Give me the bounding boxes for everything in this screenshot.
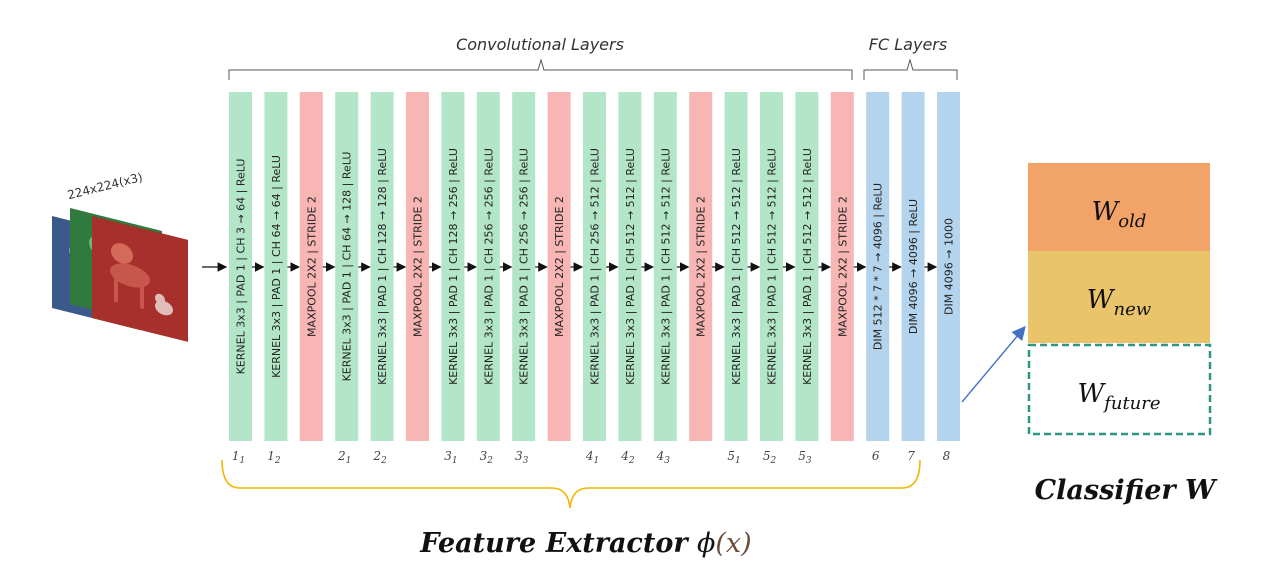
layer-13-conv xyxy=(653,92,677,441)
layer-15-index: 51 xyxy=(727,449,740,466)
layer-7-conv xyxy=(441,92,465,441)
layer-16-conv xyxy=(760,92,783,441)
layer-20-fc xyxy=(901,92,925,441)
layer-9-index: 33 xyxy=(515,449,529,466)
layer-16-index: 52 xyxy=(763,449,777,466)
layer-10-pool xyxy=(547,92,571,441)
layer-18-label: MAXPOOL 2X2 | STRIDE 2 xyxy=(836,196,849,337)
layer-12-conv xyxy=(618,92,642,441)
layer-13-index: 43 xyxy=(656,449,671,466)
classifier-arrow xyxy=(961,325,1026,403)
layer-stack: KERNEL 3x3 | PAD 1 | CH 3 → 64 | ReLU KER… xyxy=(229,92,960,441)
layer-6-pool xyxy=(406,92,429,441)
layer-5-label: KERNEL 3x3 | PAD 1 | CH 128 → 128 | ReLU xyxy=(376,148,389,385)
feature-extractor-brace xyxy=(221,459,921,509)
layer-indices: 11 12 21 22 31 32 33 41 42 43 51 52 53 6 7 8 xyxy=(232,449,951,466)
input-channel-red xyxy=(92,216,188,342)
layer-1-conv xyxy=(229,92,252,441)
layer-17-label: KERNEL 3x3 | PAD 1 | CH 512 → 512 | ReLU xyxy=(801,148,814,385)
layer-8-label: KERNEL 3x3 | PAD 1 | CH 256 → 256 | ReLU xyxy=(482,148,495,385)
layer-19-index: 6 xyxy=(872,449,880,463)
layer-2-index: 12 xyxy=(267,449,281,466)
layer-11-index: 41 xyxy=(585,449,599,466)
layer-3-pool xyxy=(299,92,323,441)
layer-12-index: 42 xyxy=(620,449,635,466)
layer-15-conv xyxy=(724,92,748,441)
layer-15-label: KERNEL 3x3 | PAD 1 | CH 512 → 512 | ReLU xyxy=(730,148,743,385)
layer-5-conv xyxy=(370,92,394,441)
layer-14-pool xyxy=(689,92,713,441)
w-future-label: Wfuture xyxy=(1077,379,1160,414)
layer-21-fc xyxy=(937,92,960,441)
layer-4-conv xyxy=(335,92,359,441)
layer-18-pool xyxy=(830,92,854,441)
layer-21-index: 8 xyxy=(943,449,951,463)
fc-layers-label: FC Layers xyxy=(869,35,947,54)
layer-8-conv xyxy=(476,92,500,441)
layer-11-conv xyxy=(583,92,606,441)
input-image-stack: 224x224(x3) xyxy=(52,170,188,342)
feature-extractor-label: Feature Extractor ϕ(x) xyxy=(419,528,751,559)
layer-9-conv xyxy=(512,92,536,441)
layer-8-index: 32 xyxy=(480,449,494,466)
layer-9-label: KERNEL 3x3 | PAD 1 | CH 256 → 256 | ReLU xyxy=(518,148,531,385)
layer-11-label: KERNEL 3x3 | PAD 1 | CH 256 → 512 | ReLU xyxy=(589,148,602,385)
layer-16-label: KERNEL 3x3 | PAD 1 | CH 512 → 512 | ReLU xyxy=(766,148,779,385)
layer-5-index: 22 xyxy=(372,449,387,466)
w-old-label: Wold xyxy=(1092,197,1147,232)
conv-group-bracket: Convolutional Layers xyxy=(228,35,853,80)
layer-20-index: 7 xyxy=(907,449,915,463)
layer-20-label: DIM 4096 → 4096 | ReLU xyxy=(907,199,920,334)
classifier-label: Classifier W xyxy=(1035,475,1218,506)
w-future-block xyxy=(1027,343,1212,436)
conv-layers-label: Convolutional Layers xyxy=(456,35,624,54)
w-new-label: Wnew xyxy=(1087,285,1152,320)
layer-2-conv xyxy=(264,92,288,441)
layer-19-fc xyxy=(866,92,890,441)
input-size-label: 224x224(x3) xyxy=(66,170,144,202)
layer-17-index: 53 xyxy=(798,449,812,466)
layer-17-conv xyxy=(795,92,819,441)
w-new-block xyxy=(1028,251,1210,343)
layer-1-label: KERNEL 3x3 | PAD 1 | CH 3 → 64 | ReLU xyxy=(235,159,248,375)
layer-13-label: KERNEL 3x3 | PAD 1 | CH 512 → 512 | ReLU xyxy=(659,148,672,385)
layer-1-index: 11 xyxy=(232,449,245,466)
layer-14-label: MAXPOOL 2X2 | STRIDE 2 xyxy=(695,196,708,337)
layer-6-label: MAXPOOL 2X2 | STRIDE 2 xyxy=(412,196,425,337)
layer-21-label: DIM 4096 → 1000 xyxy=(943,218,956,315)
layer-7-label: KERNEL 3x3 | PAD 1 | CH 128 → 256 | ReLU xyxy=(447,148,460,385)
fc-group-bracket: FC Layers xyxy=(863,35,958,80)
w-old-block xyxy=(1028,163,1210,251)
layer-12-label: KERNEL 3x3 | PAD 1 | CH 512 → 512 | ReLU xyxy=(624,148,637,385)
layer-19-label: DIM 512 * 7 * 7 → 4096 | ReLU xyxy=(872,183,885,350)
layer-4-index: 21 xyxy=(337,449,351,466)
layer-10-label: MAXPOOL 2X2 | STRIDE 2 xyxy=(553,196,566,337)
layer-3-label: MAXPOOL 2X2 | STRIDE 2 xyxy=(305,196,318,337)
layer-2-label: KERNEL 3x3 | PAD 1 | CH 64 → 64 | ReLU xyxy=(270,155,283,378)
layer-7-index: 31 xyxy=(444,449,457,466)
layer-4-label: KERNEL 3x3 | PAD 1 | CH 64 → 128 | ReLU xyxy=(341,152,354,382)
classifier-w: Wold Wnew Wfuture Classifier W xyxy=(1027,163,1218,506)
